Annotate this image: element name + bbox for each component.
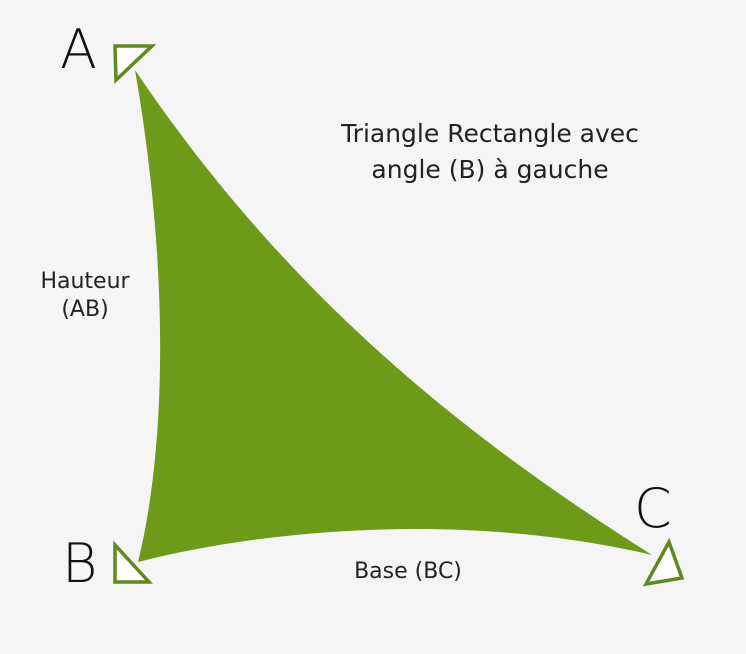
corner-bracket-b-icon <box>113 540 153 584</box>
vertex-label-a: A <box>60 18 97 81</box>
diagram-title: Triangle Rectangle avec angle (B) à gauc… <box>300 116 680 188</box>
height-label-line-1: Hauteur <box>40 269 130 294</box>
triangle-sail <box>135 70 652 562</box>
corner-bracket-c-icon <box>642 537 685 587</box>
height-label: Hauteur (AB) <box>20 268 150 324</box>
title-line-1: Triangle Rectangle avec <box>341 119 639 148</box>
corner-bracket-a-icon <box>113 44 157 84</box>
vertex-label-c: C <box>634 477 672 540</box>
vertex-label-b: B <box>62 532 98 595</box>
height-label-line-2: (AB) <box>61 297 109 322</box>
title-line-2: angle (B) à gauche <box>371 155 609 184</box>
base-label: Base (BC) <box>354 559 462 584</box>
